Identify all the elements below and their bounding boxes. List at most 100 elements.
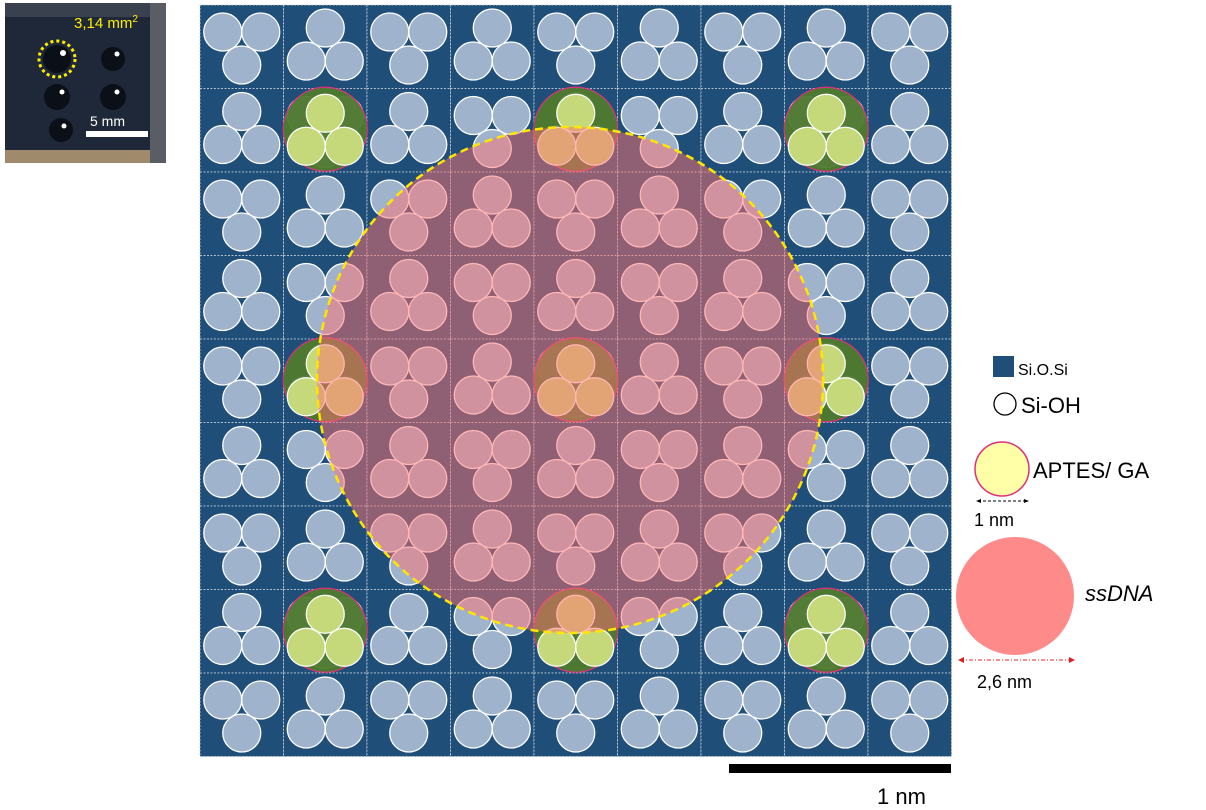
sioh-group	[371, 126, 409, 164]
sioh-group	[557, 714, 595, 752]
sioh-group	[287, 209, 325, 247]
sioh-group	[204, 514, 242, 552]
sioh-group	[371, 681, 409, 719]
sioh-group	[390, 46, 428, 84]
sioh-group	[409, 13, 447, 51]
sioh-group	[872, 347, 910, 385]
legend-aptes-size: 1 nm	[974, 510, 1014, 530]
sioh-group	[223, 260, 261, 298]
legend: Si.O.Si Si-OH APTES/ GA 1 nm ssDNA 2,6 n…	[956, 356, 1153, 692]
aptes-sioh-group	[807, 94, 845, 132]
sioh-group	[492, 42, 530, 80]
sioh-group	[242, 126, 280, 164]
sioh-group	[807, 464, 845, 502]
aptes-sioh-group	[807, 595, 845, 633]
sioh-group	[788, 209, 826, 247]
sioh-group	[306, 9, 344, 47]
aptes-sioh-group	[788, 628, 826, 666]
sioh-group	[287, 710, 325, 748]
sioh-group	[223, 380, 261, 418]
sioh-group	[204, 293, 242, 331]
sioh-group	[390, 93, 428, 131]
inset-area-label: 3,14 mm2	[74, 14, 138, 32]
sioh-group	[204, 347, 242, 385]
sioh-group	[242, 180, 280, 218]
sioh-group	[223, 714, 261, 752]
sioh-group	[807, 677, 845, 715]
sioh-group	[826, 42, 864, 80]
sioh-group	[724, 93, 762, 131]
inset-scale-label: 5 mm	[90, 113, 125, 129]
sioh-group	[325, 42, 363, 80]
sioh-group	[204, 180, 242, 218]
sioh-group	[223, 594, 261, 632]
sioh-group	[204, 627, 242, 665]
legend-ssdna-label: ssDNA	[1085, 581, 1153, 606]
sioh-group	[705, 681, 743, 719]
sioh-group	[454, 710, 492, 748]
sioh-group	[473, 631, 511, 669]
sioh-group	[409, 126, 447, 164]
sioh-group	[325, 710, 363, 748]
sioh-group	[242, 293, 280, 331]
sioh-group	[724, 46, 762, 84]
aptes-sioh-group	[325, 127, 363, 165]
sioh-group	[891, 93, 929, 131]
sioh-group	[872, 514, 910, 552]
aptes-sioh-group	[826, 378, 864, 416]
sioh-group	[705, 13, 743, 51]
sioh-group	[910, 460, 948, 498]
sioh-group	[242, 13, 280, 51]
sioh-group	[242, 681, 280, 719]
sioh-group	[325, 543, 363, 581]
sioh-group	[872, 13, 910, 51]
sioh-group	[473, 9, 511, 47]
sioh-group	[454, 97, 492, 135]
legend-ssdna-size: 2,6 nm	[977, 672, 1032, 692]
sioh-group	[743, 627, 781, 665]
sioh-group	[788, 543, 826, 581]
sioh-group	[640, 677, 678, 715]
legend-aptes-label: APTES/ GA	[1033, 458, 1149, 483]
scale-bar	[729, 764, 951, 773]
aptes-sioh-group	[826, 628, 864, 666]
sioh-group	[659, 710, 697, 748]
legend-siosi-label: Si.O.Si	[1018, 362, 1068, 379]
sioh-group	[826, 431, 864, 469]
legend-ssdna-swatch	[956, 537, 1074, 655]
aptes-sioh-group	[287, 127, 325, 165]
sioh-group	[492, 710, 530, 748]
sioh-group	[659, 97, 697, 135]
sioh-group	[872, 126, 910, 164]
sioh-group	[204, 126, 242, 164]
aptes-sioh-group	[325, 628, 363, 666]
sioh-group	[910, 180, 948, 218]
sioh-group	[287, 543, 325, 581]
sioh-group	[872, 460, 910, 498]
sioh-group	[891, 594, 929, 632]
sioh-group	[910, 627, 948, 665]
sioh-group	[659, 42, 697, 80]
sioh-group	[242, 627, 280, 665]
sioh-group	[640, 9, 678, 47]
sioh-group	[223, 547, 261, 585]
sioh-group	[910, 13, 948, 51]
sioh-group	[621, 97, 659, 135]
sioh-group	[910, 126, 948, 164]
sioh-group	[872, 180, 910, 218]
sioh-group	[576, 681, 614, 719]
inset-well	[100, 84, 126, 110]
inset-well	[43, 45, 71, 73]
sioh-group	[891, 714, 929, 752]
aptes-sioh-group	[788, 127, 826, 165]
sioh-group	[872, 293, 910, 331]
sioh-group	[538, 681, 576, 719]
sioh-group	[891, 46, 929, 84]
legend-sioh-swatch	[994, 393, 1016, 415]
sioh-group	[743, 126, 781, 164]
sioh-group	[371, 627, 409, 665]
sioh-group	[724, 594, 762, 632]
legend-sioh-label: Si-OH	[1021, 393, 1081, 418]
sioh-group	[538, 13, 576, 51]
